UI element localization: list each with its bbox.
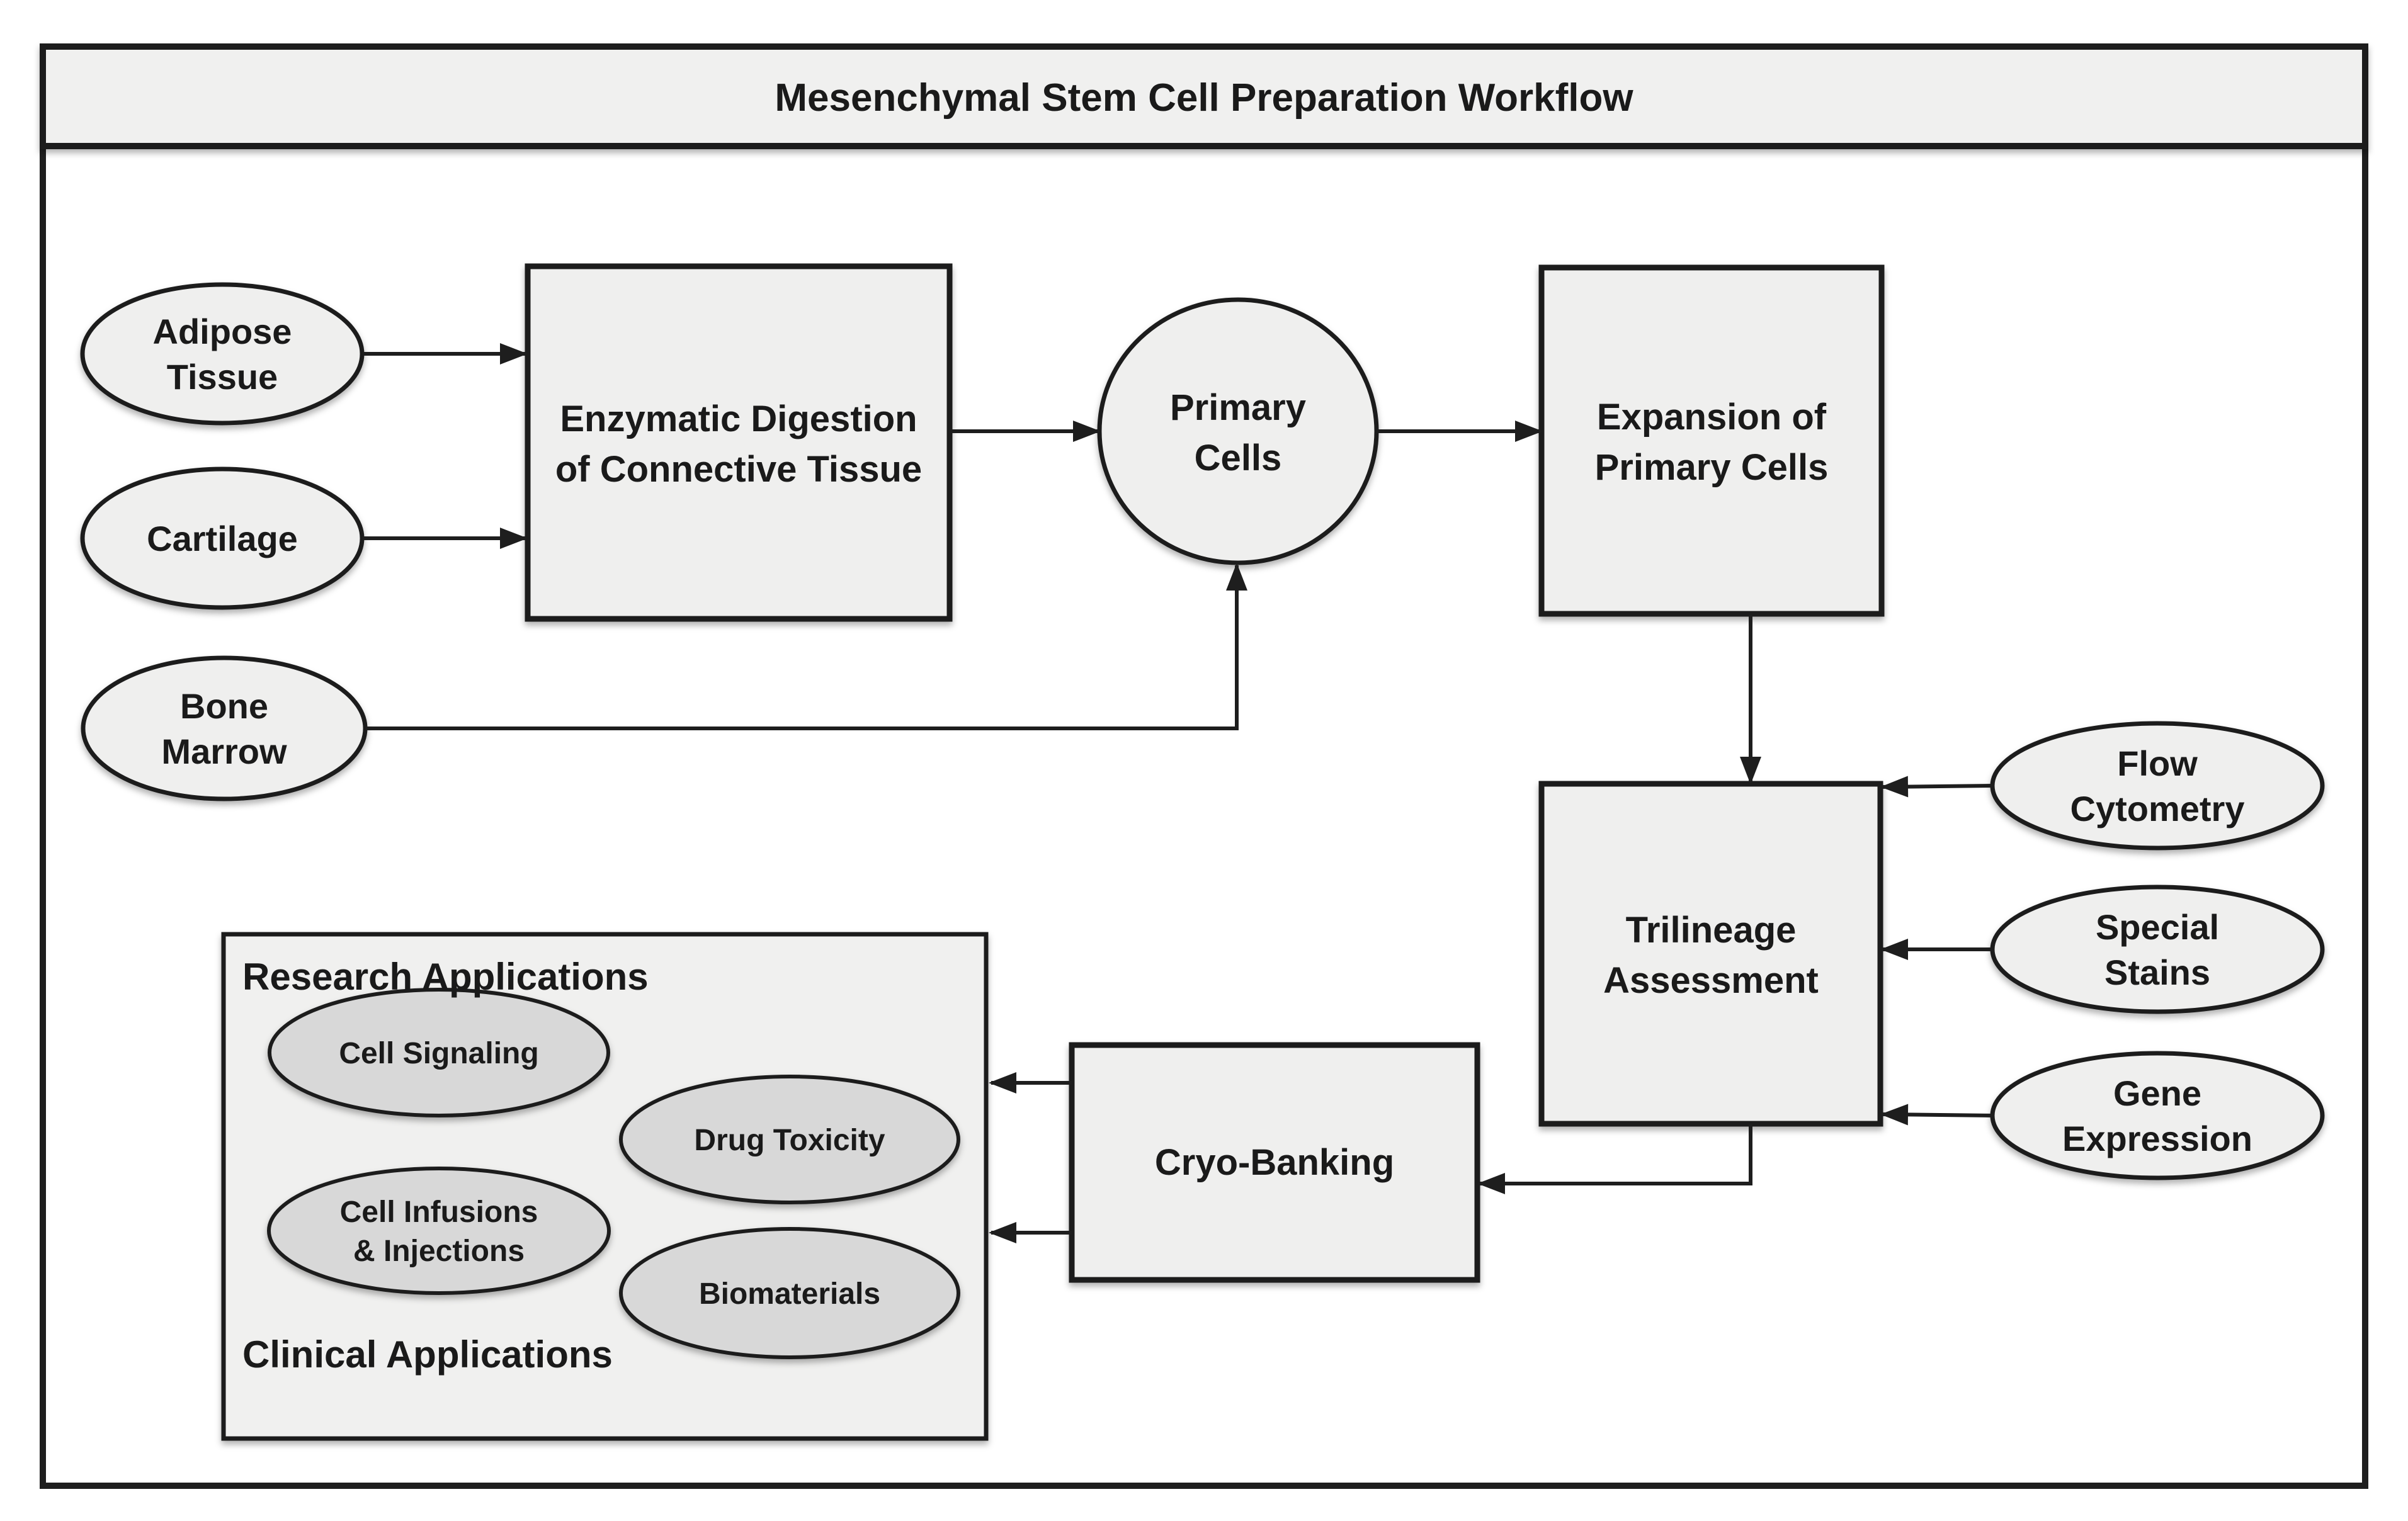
primary-cells-label-line-2: Cells <box>1195 438 1282 478</box>
special-stains-label-line-2: Stains <box>2104 953 2210 992</box>
bone-marrow-label-line-2: Marrow <box>161 732 287 771</box>
node-biomaterials <box>619 1227 960 1359</box>
node-flow-cytometry <box>1990 721 2325 851</box>
node-adipose-tissue <box>80 282 365 426</box>
clinical-applications-header: Clinical Applications <box>242 1333 613 1376</box>
enzymatic-digestion-label-line-1: Enzymatic Digestion <box>560 399 917 439</box>
node-special-stains <box>1990 885 2325 1014</box>
bone-marrow-label-line-1: Bone <box>180 686 268 726</box>
node-cell-infusions-injections <box>267 1167 611 1295</box>
expansion-label-line-2: Primary Cells <box>1595 447 1829 488</box>
cell-infusions-label-line-1: Cell Infusions <box>340 1196 538 1229</box>
cell-signaling-label: Cell Signaling <box>339 1037 538 1070</box>
arrow-trilineage-to-cryo-banking <box>1477 1124 1752 1194</box>
node-cell-signaling <box>268 988 610 1117</box>
trilineage-label-line-2: Assessment <box>1603 960 1819 1001</box>
title-bar <box>40 43 2368 149</box>
special-stains-label-line-1: Special <box>2096 907 2219 947</box>
cartilage-label: Cartilage <box>147 519 298 558</box>
node-bone-marrow <box>81 655 368 801</box>
biomaterials-label: Biomaterials <box>699 1277 880 1311</box>
trilineage-label-line-1: Trilineage <box>1626 910 1797 951</box>
primary-cells-label-line-1: Primary <box>1170 387 1306 428</box>
gene-expression-label-line-2: Expression <box>2062 1119 2252 1158</box>
node-drug-toxicity <box>619 1075 960 1204</box>
node-cryo-banking <box>1069 1042 1480 1283</box>
adipose-tissue-label-line-1: Adipose <box>153 312 292 351</box>
adipose-tissue-label-line-2: Tissue <box>167 357 278 397</box>
node-cartilage <box>80 466 365 610</box>
node-enzymatic-digestion <box>525 263 953 622</box>
arrow-gene-expression-to-trilineage <box>1880 1104 1994 1126</box>
node-primary-cells <box>1097 297 1379 565</box>
arrow-flow-cytometry-to-trilineage <box>1880 776 1994 798</box>
page-title: Mesenchymal Stem Cell Preparation Workfl… <box>775 76 1633 120</box>
drug-toxicity-label: Drug Toxicity <box>694 1124 885 1157</box>
research-applications-header: Research Applications <box>242 956 649 998</box>
arrow-bone-marrow-to-primary-cells <box>366 563 1247 730</box>
enzymatic-digestion-label-line-2: of Connective Tissue <box>555 449 922 490</box>
node-gene-expression <box>1990 1051 2325 1180</box>
flow-cytometry-label-line-2: Cytometry <box>2070 789 2245 828</box>
node-trilineage-assessment <box>1538 781 1883 1127</box>
expansion-label-line-1: Expansion of <box>1597 397 1827 438</box>
cell-infusions-label-line-2: & Injections <box>353 1235 525 1268</box>
flow-cytometry-label-line-1: Flow <box>2117 744 2198 783</box>
node-expansion-of-primary-cells <box>1538 264 1885 617</box>
gene-expression-label-line-1: Gene <box>2113 1073 2201 1113</box>
cryo-banking-label: Cryo-Banking <box>1155 1142 1394 1183</box>
